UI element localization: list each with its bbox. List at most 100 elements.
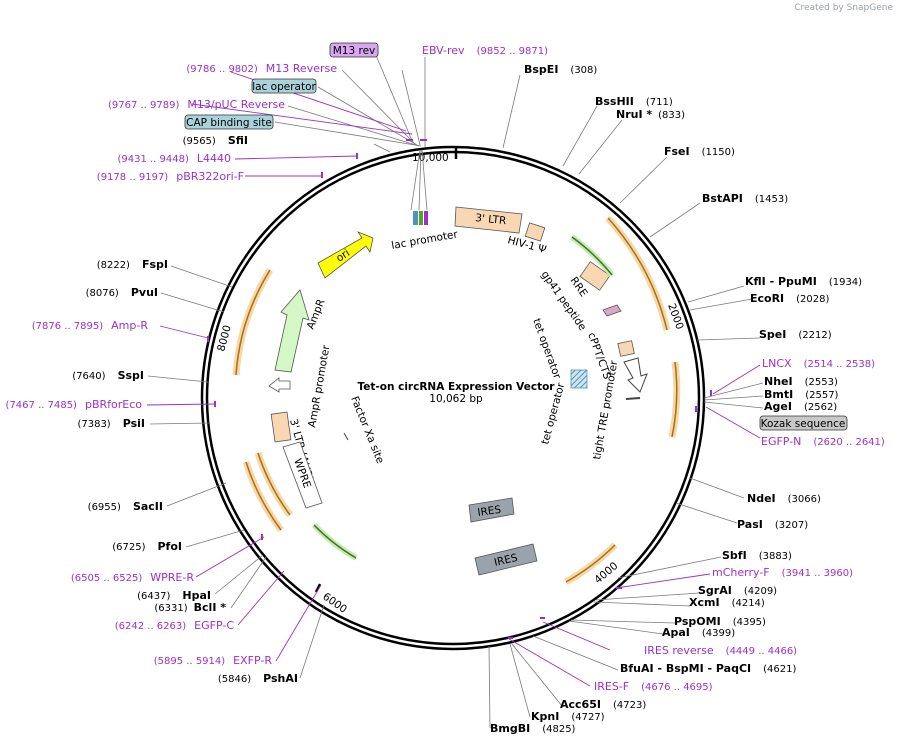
- site-nrui: NruI *(833): [616, 108, 685, 121]
- lac-bar-2: [419, 211, 423, 225]
- primer-egfp-n: EGFP-N(2620 .. 2641): [761, 435, 885, 448]
- site-bmgbi: BmgBI(4825): [490, 722, 576, 735]
- lac-bar-3: [424, 211, 428, 225]
- orf-arc-1-line: [607, 217, 668, 331]
- cap-binding-label: CAP binding site: [186, 117, 272, 129]
- tick-6000: [314, 583, 322, 593]
- ires-feature-1: [468, 497, 515, 523]
- orf-arc-4: [232, 268, 273, 376]
- orf-arc-green-2-line: [313, 524, 357, 559]
- primer-mcherry-f: mCherry-F(3941 .. 3960): [712, 566, 853, 579]
- tight-tre-label: tight TRE promoter: [591, 359, 620, 460]
- ires-label-1: IRES: [477, 504, 502, 519]
- backbone-inner: [205, 150, 701, 646]
- site-ndei: NdeI(3066): [747, 492, 821, 505]
- site-bsshii: BssHII(711): [595, 95, 673, 108]
- site-kfli-ppumi: KflI - PpuMI(1934): [745, 275, 862, 288]
- site-bstapi: BstAPI(1453): [702, 192, 788, 205]
- factor-xa-mark: [343, 432, 349, 441]
- primer-pbr322ori-f: (9178 .. 9197)pBR322ori-F: [97, 170, 244, 183]
- snapgene-credit: Created by SnapGene: [794, 3, 893, 13]
- primer-amp-r: (7876 .. 7895)Amp-R: [32, 319, 149, 332]
- primer-ires-reverse: IRES reverse(4449 .. 4466): [644, 644, 797, 657]
- ires-feature-2: [474, 543, 538, 576]
- site-pasi: PasI(3207): [737, 518, 808, 531]
- cppt-box: [617, 340, 635, 357]
- orf-arc-green-1-line: [571, 236, 613, 276]
- site-ecori: EcoRI(2028): [750, 292, 830, 305]
- ampr-feature: [274, 289, 310, 373]
- primer-l4440: (9431 .. 9448)L4440: [117, 152, 231, 165]
- ltr-du3-box: [270, 411, 292, 443]
- ltr3-label: 3' LTR: [475, 212, 507, 227]
- primer-m13-reverse: (9786 .. 9802)M13 Reverse: [186, 62, 337, 75]
- orf-arc-green-2: [311, 522, 358, 561]
- site-pfoi: (6725)PfoI: [112, 540, 182, 553]
- site-spei: SpeI(2212): [759, 328, 832, 341]
- cap-binding-box: [184, 114, 274, 130]
- factor-xa-label: Factor Xa site: [348, 395, 386, 466]
- orf-arc-2-line: [671, 361, 678, 438]
- primer-m13-puc-reverse: (9767 .. 9789)M13/pUC Reverse: [108, 98, 285, 111]
- site-bfuai: BfuAI - BspMI - PaqCI(4621): [620, 662, 796, 675]
- site-sbfi: SbfI(3883): [722, 549, 792, 562]
- site-pspomi: PspOMI(4395): [674, 615, 766, 628]
- tick-label-10000: 10,000: [412, 152, 449, 164]
- lac-bar-1: [413, 211, 418, 225]
- site-acc65i: Acc65I(4723): [560, 698, 646, 711]
- site-pshai: (5846)PshAI: [218, 672, 298, 685]
- site-fspi: (8222)FspI: [97, 258, 168, 271]
- site-bspei: BspEI(308): [524, 63, 597, 76]
- site-hpai: (6437)HpaI: [137, 589, 211, 602]
- site-sfii: (9565)SfiI: [183, 134, 248, 147]
- m13-rev-box: [329, 42, 379, 58]
- lac-operator-box: [251, 78, 317, 94]
- primer-wpre-r: (6505 .. 6525)WPRE-R: [71, 571, 194, 584]
- site-kpni: KpnI(4727): [531, 710, 605, 723]
- gp41-box: [602, 304, 622, 317]
- site-xcmi: XcmI(4214): [689, 596, 765, 609]
- site-nhei: NheI(2553): [764, 375, 838, 388]
- primer-ires-f: IRES-F(4676 .. 4695): [594, 680, 713, 693]
- m13-rev-label: M13 rev: [333, 45, 376, 57]
- rre-box: [579, 261, 611, 291]
- kozak-box: [759, 415, 848, 431]
- site-pvui: (8076)PvuI: [86, 286, 158, 299]
- site-bcli: (6331)BclI *: [154, 601, 226, 614]
- orf-arc-4-line: [235, 269, 271, 376]
- tight-tre-arrow: [623, 357, 648, 393]
- site-psii: (7383)PsiI: [77, 417, 145, 430]
- site-apai: ApaI(4399): [662, 626, 735, 639]
- primer-marks: [207, 139, 712, 639]
- site-sacii: (6955)SacII: [88, 500, 163, 513]
- lac-promoter-label: lac promoter: [390, 228, 459, 252]
- site-sspi: (7640)SspI: [72, 369, 144, 382]
- lac-operator-label: lac operator: [252, 81, 316, 93]
- tet-operator-block: [570, 369, 588, 389]
- primer-egfp-c: (6242 .. 6263)EGFP-C: [115, 619, 235, 632]
- orf-arc-6-line: [257, 452, 291, 516]
- primer-ebv-rev: EBV-rev(9852 .. 9871): [422, 44, 548, 57]
- tet-operator-label-1: tet operator: [530, 317, 563, 381]
- ampr-promoter-label: AmpR promoter: [306, 344, 332, 429]
- kozak-label: Kozak sequence: [761, 418, 846, 430]
- primer-lncx: LNCX(2514 .. 2538): [762, 357, 875, 370]
- tick-label-6000: 6000: [320, 591, 349, 616]
- primer-leader-lines: [146, 71, 761, 687]
- site-agei: AgeI(2562): [764, 400, 837, 413]
- primer-pbrforeco: (7467 .. 7485)pBRforEco: [6, 398, 143, 411]
- tre-bar: [625, 397, 641, 400]
- plasmid-length: 10,062 bp: [429, 393, 483, 405]
- ampr-label: AmpR: [305, 298, 328, 332]
- orf-arcs: [232, 215, 681, 586]
- orf-arc-3-line: [565, 544, 616, 583]
- wpre-feature: [282, 441, 323, 509]
- hiv-psi-box: [524, 222, 546, 242]
- primer-exfp-r: (5895 .. 5914)EXFP-R: [154, 654, 273, 667]
- ori-feature: [317, 231, 374, 279]
- orf-arc-5-line: [245, 461, 282, 531]
- ampr-promoter-arrow: [268, 377, 291, 393]
- ires-label-2: IRES: [493, 552, 519, 569]
- site-sgrai: SgrAI(4209): [698, 584, 777, 597]
